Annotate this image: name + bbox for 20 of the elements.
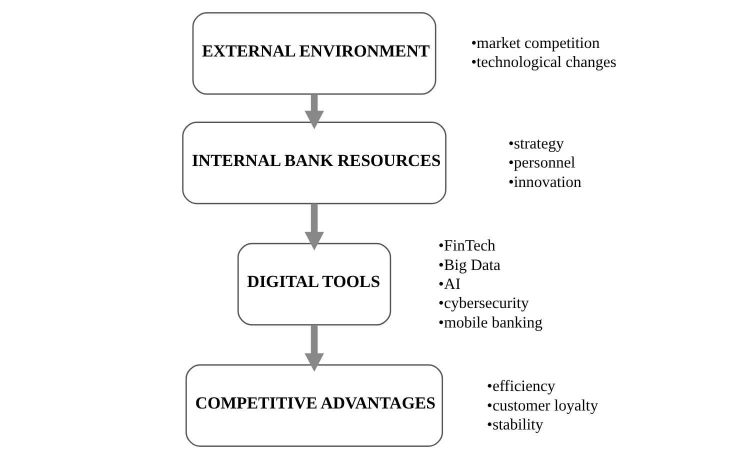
- node-label: •strategy: [508, 135, 564, 152]
- node-label: •FinTech: [438, 238, 495, 255]
- node-label: •AI: [438, 276, 460, 293]
- node-label: •personnel: [508, 154, 575, 172]
- node-box: DIGITAL TOOLS: [236, 242, 391, 326]
- node-label: •technological changes: [470, 54, 616, 72]
- arrow: [304, 325, 324, 372]
- node-label: •market competition: [470, 35, 600, 52]
- node-box: EXTERNAL ENVIRONMENT: [192, 12, 436, 95]
- node-label: •efficiency: [486, 378, 555, 396]
- arrow: [304, 94, 324, 130]
- node-box: COMPETITIVE ADVANTAGES: [185, 364, 443, 447]
- node-label: •stability: [486, 416, 543, 434]
- node-label: •innovation: [508, 174, 581, 191]
- node-label: •Big Data: [438, 256, 500, 274]
- node-box: INTERNAL BANK RESOURCES: [182, 122, 446, 204]
- node-label: •cybersecurity: [438, 295, 528, 312]
- node-label: •customer loyalty: [486, 397, 598, 414]
- arrow: [304, 204, 324, 250]
- node-label: •mobile banking: [438, 314, 542, 332]
